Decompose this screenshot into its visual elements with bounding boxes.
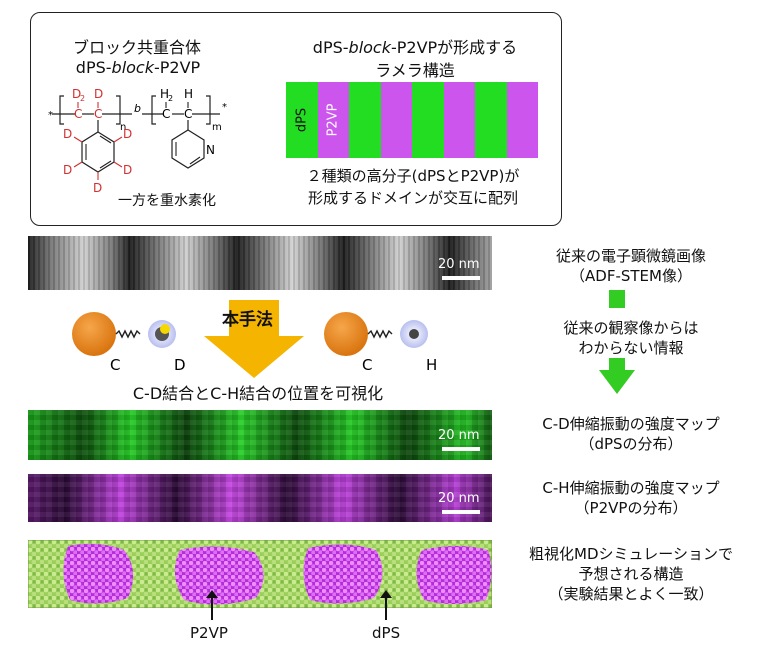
md-caption: 粗視化MDシミュレーションで 予想される構造 （実験結果とよく一致） (502, 544, 760, 604)
cd-bond-illustration: C D (72, 312, 186, 374)
lamella-stripe (506, 82, 538, 158)
ch-caption-line1: C-H伸縮振動の強度マップ (542, 479, 720, 497)
lamella-stripe (475, 82, 507, 158)
chem-d-top: D (94, 87, 103, 101)
md-label-dps: dPS (372, 624, 401, 642)
green-down-arrow (599, 290, 635, 394)
chem-ring-d4: D (63, 163, 72, 177)
chemical-structure: * * C D 2 C D n b C H 2 C H m D D D D D … (48, 87, 227, 195)
chem-star-left: * (48, 110, 53, 121)
stem-caption-line1: 従来の電子顕微鏡画像 (555, 247, 706, 265)
lamella-title-line2: ラメラ構造 (375, 61, 455, 80)
chem-ring-d5: D (63, 127, 72, 141)
chem-h2-sub: 2 (168, 94, 173, 103)
info-caption-line1: 従来の観察像からは (563, 319, 699, 337)
lamella-title: dPS-block-P2VPが形成する (290, 34, 540, 58)
chem-b: b (134, 102, 141, 115)
chem-star-right: * (222, 102, 227, 113)
chem-c-deut2: C (94, 107, 102, 121)
copolymer-name-pre: dPS- (75, 58, 112, 77)
chem-c-deut: C (74, 107, 82, 121)
md-dps-pointer (380, 590, 392, 620)
md-label-p2vp: P2VP (190, 624, 228, 642)
chem-h: H (184, 87, 193, 101)
chem-d2: D (72, 87, 81, 101)
lamella-title-post: -P2VPが形成する (390, 38, 518, 57)
ch-scale-label: 20 nm (438, 491, 480, 506)
lamella-stripe (443, 82, 475, 158)
info-caption: 従来の観察像からは わからない情報 (502, 318, 760, 358)
lamella-stripe-p2vp: P2VP (317, 82, 349, 158)
lamella-label-dps: dPS (294, 107, 310, 133)
ch-label-h: H (426, 356, 437, 374)
ch-bond-illustration: C H (324, 312, 437, 374)
ch-intensity-map: 20 nm (28, 474, 492, 522)
cd-scale-label: 20 nm (438, 428, 480, 443)
md-simulation-image (28, 540, 492, 608)
cd-label-c: C (110, 356, 120, 374)
cd-caption-line2: （dPSの分布） (579, 435, 683, 453)
chem-ring-d1: D (123, 127, 132, 141)
md-caption-line2: 予想される構造 (578, 565, 684, 583)
lamella-diagram: dPS P2VP (286, 82, 538, 158)
md-p2vp-pointer (206, 590, 218, 620)
ch-label-c: C (362, 356, 372, 374)
md-caption-line3: （実験結果とよく一致） (548, 585, 714, 603)
copolymer-name-em: block (111, 58, 154, 77)
cd-caption: C-D伸縮振動の強度マップ （dPSの分布） (502, 414, 760, 454)
stem-scale-label: 20 nm (438, 257, 480, 272)
chem-d2-sub: 2 (80, 94, 85, 103)
lamella-stripe (349, 82, 381, 158)
lamella-stripe (380, 82, 412, 158)
stem-caption-line2: （ADF-STEM像） (570, 267, 692, 285)
ch-scale-bar (442, 510, 480, 514)
chem-n-sub: n (120, 122, 126, 133)
chem-ring-d3: D (93, 181, 102, 195)
copolymer-title-line1: ブロック共重合体 (72, 38, 201, 57)
visualize-text: C-D結合とC-H結合の位置を可視化 (132, 384, 384, 403)
chem-ring-d2: D (123, 163, 132, 177)
ch-caption: C-H伸縮振動の強度マップ （P2VPの分布） (502, 478, 760, 518)
md-caption-line1: 粗視化MDシミュレーションで (529, 545, 733, 563)
chem-c-h: C (184, 107, 192, 121)
info-caption-line2: わからない情報 (578, 339, 684, 357)
lamella-stripe (412, 82, 444, 158)
domain-desc-line2: 形成するドメインが交互に配列 (307, 189, 518, 207)
cd-scale-bar (442, 447, 480, 451)
chem-h2: H (160, 87, 169, 101)
copolymer-name: dPS-block-P2VP (48, 58, 228, 77)
stem-image: 20 nm (28, 236, 492, 290)
cd-intensity-map: 20 nm (28, 410, 492, 460)
cd-caption-line1: C-D伸縮振動の強度マップ (542, 415, 720, 433)
chem-m-sub: m (212, 122, 222, 133)
lamella-title-em: block (348, 38, 391, 57)
deuteration-note: 一方を重水素化 (118, 193, 216, 209)
gold-down-arrow (204, 300, 304, 378)
copolymer-title: ブロック共重合体 (62, 34, 212, 58)
stem-scale-bar (442, 276, 480, 280)
chem-c-h2: C (162, 107, 170, 121)
domain-desc-line1: ２種類の高分子(dPSとP2VP)が (306, 167, 520, 185)
copolymer-name-post: -P2VP (153, 58, 201, 77)
chem-pyridine-n: N (206, 143, 215, 157)
stem-caption: 従来の電子顕微鏡画像 （ADF-STEM像） (502, 246, 760, 286)
lamella-title-pre: dPS- (312, 38, 349, 57)
lamella-label-p2vp: P2VP (325, 103, 341, 137)
lamella-stripe-dps: dPS (286, 82, 318, 158)
method-label: 本手法 (222, 310, 273, 330)
cd-label-d: D (174, 356, 186, 374)
ch-caption-line2: （P2VPの分布） (574, 499, 688, 517)
